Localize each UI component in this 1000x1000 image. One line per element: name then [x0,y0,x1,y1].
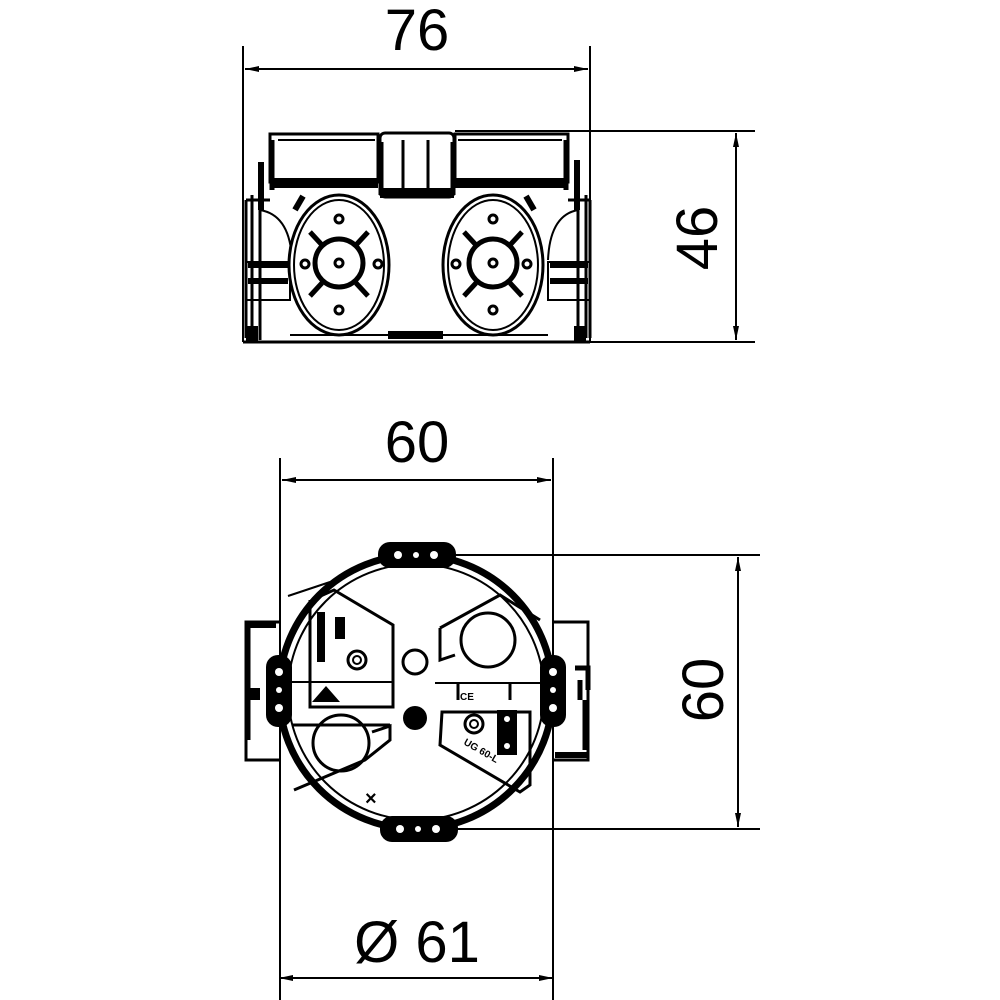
dimension-width-76: 76 [242,0,591,342]
dimension-value-46: 46 [665,206,730,271]
label-panel-upper-left [282,581,395,709]
screw-hole-marker [463,713,485,735]
box-side-outline [243,131,592,344]
label-panel-lower-right: CE UG 60-L [435,682,548,794]
cable-knockout-left [287,193,391,337]
knockout-lower-left [292,713,392,792]
barcode-mark [317,612,325,662]
dimension-height-46: 46 [455,130,755,343]
side-clip-right [553,620,591,762]
screw-lug-right [540,655,566,727]
dimension-value-76: 76 [385,0,450,63]
screw-lug-top [378,542,456,568]
ce-mark: CE [460,692,474,703]
terminal-block [497,710,517,755]
dimension-height-60: 60 [455,554,760,830]
warning-triangle-icon [312,686,340,702]
screw-hole-marker [346,649,368,671]
base-tab [388,331,443,339]
side-clip-left [244,620,280,762]
center-hole-filled [403,706,427,730]
lid-left [268,132,380,184]
center-latch [378,131,456,199]
dimension-value-60-horizontal: 60 [385,410,450,475]
dimension-diameter-61: Ø 61 [279,910,553,981]
lid-right [453,132,570,184]
center-hole-open [401,648,429,676]
screw-lug-left [266,655,292,727]
knockout-upper-right [438,593,541,669]
cross-mark: × [365,788,377,810]
top-view: 76 46 [242,0,755,344]
cable-knockout-right [441,193,545,337]
screw-lug-bottom [380,816,458,842]
bottom-view: 60 60 Ø 61 [244,410,760,1000]
dimension-value-diameter-61: Ø 61 [354,910,480,975]
dimension-value-60-vertical: 60 [671,658,736,723]
dimension-width-60: 60 [279,410,554,1000]
